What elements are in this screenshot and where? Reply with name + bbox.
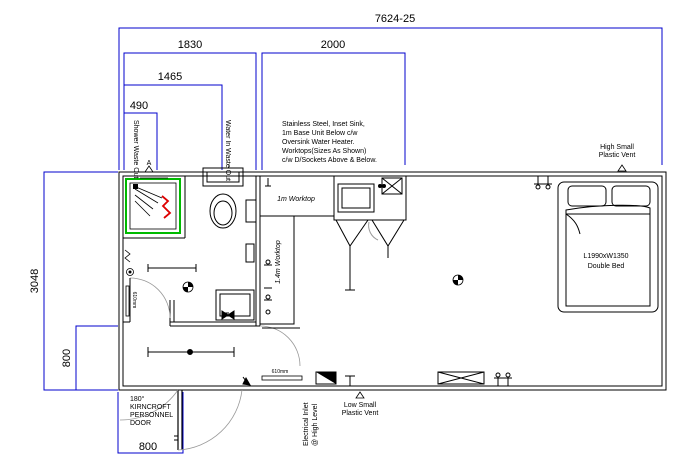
svg-text:610mm: 610mm [272,369,289,375]
svg-text:180°: 180° [130,395,145,403]
dim-shower-waste: 490 [130,100,148,112]
dim-shower-section: 1830 [178,39,202,51]
dim-overall-width: 3048 [29,269,41,293]
svg-text:610mm: 610mm [131,292,137,309]
svg-text:A: A [147,160,152,167]
svg-text:High Small: High Small [600,144,634,151]
sockets [264,178,272,315]
dim-door-width: 800 [139,441,157,453]
kitchen-sink [333,175,407,247]
dim-overall-length: 7624-25 [375,13,415,25]
bottom-sockets [345,372,512,386]
shower-tray [125,178,181,234]
horizontal-rail: 610mm [261,369,303,381]
section-marker: A [140,160,168,179]
low-vent-icon [355,391,365,399]
bed-type-label: Double Bed [588,263,625,270]
double-bed [557,181,659,313]
svg-text:Water In Waste Out: Water In Waste Out [224,120,231,181]
bathroom-rail [147,264,197,272]
high-vent-label: High Small Plastic Vent [599,144,636,159]
high-vent-icon [617,164,627,172]
svg-text:1m Base Unit Below c/w: 1m Base Unit Below c/w [282,130,358,137]
dim-water-section: 1465 [158,71,182,83]
svg-text:Shower Waste Out: Shower Waste Out [132,120,139,179]
svg-text:Electrical Inlet: Electrical Inlet [303,402,310,446]
extractor-fan-icon [126,268,134,276]
bed-size-label: L1990xW1350 [583,253,628,260]
svg-text:DOOR: DOOR [130,420,151,427]
svg-text:Plastic Vent: Plastic Vent [599,152,636,159]
door-label: 180° KIRNCROFT PERSONNEL DOOR [130,395,173,427]
dim-room-section: 2000 [321,39,345,51]
outer-walls [118,171,667,391]
svg-text:c/w D/Sockets Above & Below.: c/w D/Sockets Above & Below. [282,157,377,164]
panel-heater [437,371,485,385]
entrance-door [119,389,243,451]
low-vent-label: Low Small Plastic Vent [342,402,379,417]
svg-text:@ High Level: @ High Level [312,403,319,446]
water-waste-label: Water In Waste Out [224,120,231,181]
svg-text:Low Small: Low Small [344,402,377,409]
dim-door-offset: 800 [61,349,73,367]
worktop-1m-label: 1m Worktop [277,196,315,203]
corridor-rail [147,347,235,357]
toilet [202,167,244,229]
internal-walls [123,176,261,327]
consumer-unit [315,371,337,385]
svg-text:Stainless Steel, Inset Sink,: Stainless Steel, Inset Sink, [282,121,365,128]
heater-zigzag [124,249,131,263]
heater-mark-icon [161,195,172,219]
svg-text:Worktops(Sizes As Shown): Worktops(Sizes As Shown) [282,148,366,155]
shower-waste-label: Shower Waste Out [132,120,139,179]
dimension-lines [43,27,663,454]
sink-spec-note: Stainless Steel, Inset Sink, 1m Base Uni… [282,121,377,164]
bed-sockets [534,176,552,190]
cabinet [245,199,257,223]
electrical-inlet-icon [242,376,251,386]
electrical-inlet-label: Electrical Inlet @ High Level [303,402,319,446]
vertical-rail: 610mm [125,285,137,317]
main-light-icon [452,274,464,286]
svg-text:Oversink Water Heater.: Oversink Water Heater. [282,139,355,146]
ceiling-light-icon [182,281,194,293]
svg-text:Plastic Vent: Plastic Vent [342,410,379,417]
bathroom-door [129,277,301,367]
worktop-14m-label: 1.4m Worktop [275,240,282,284]
fuse-box [245,243,255,263]
svg-text:KIRNCROFT: KIRNCROFT [130,404,172,411]
svg-text:PERSONNEL: PERSONNEL [130,412,173,419]
wash-basin [215,289,255,321]
